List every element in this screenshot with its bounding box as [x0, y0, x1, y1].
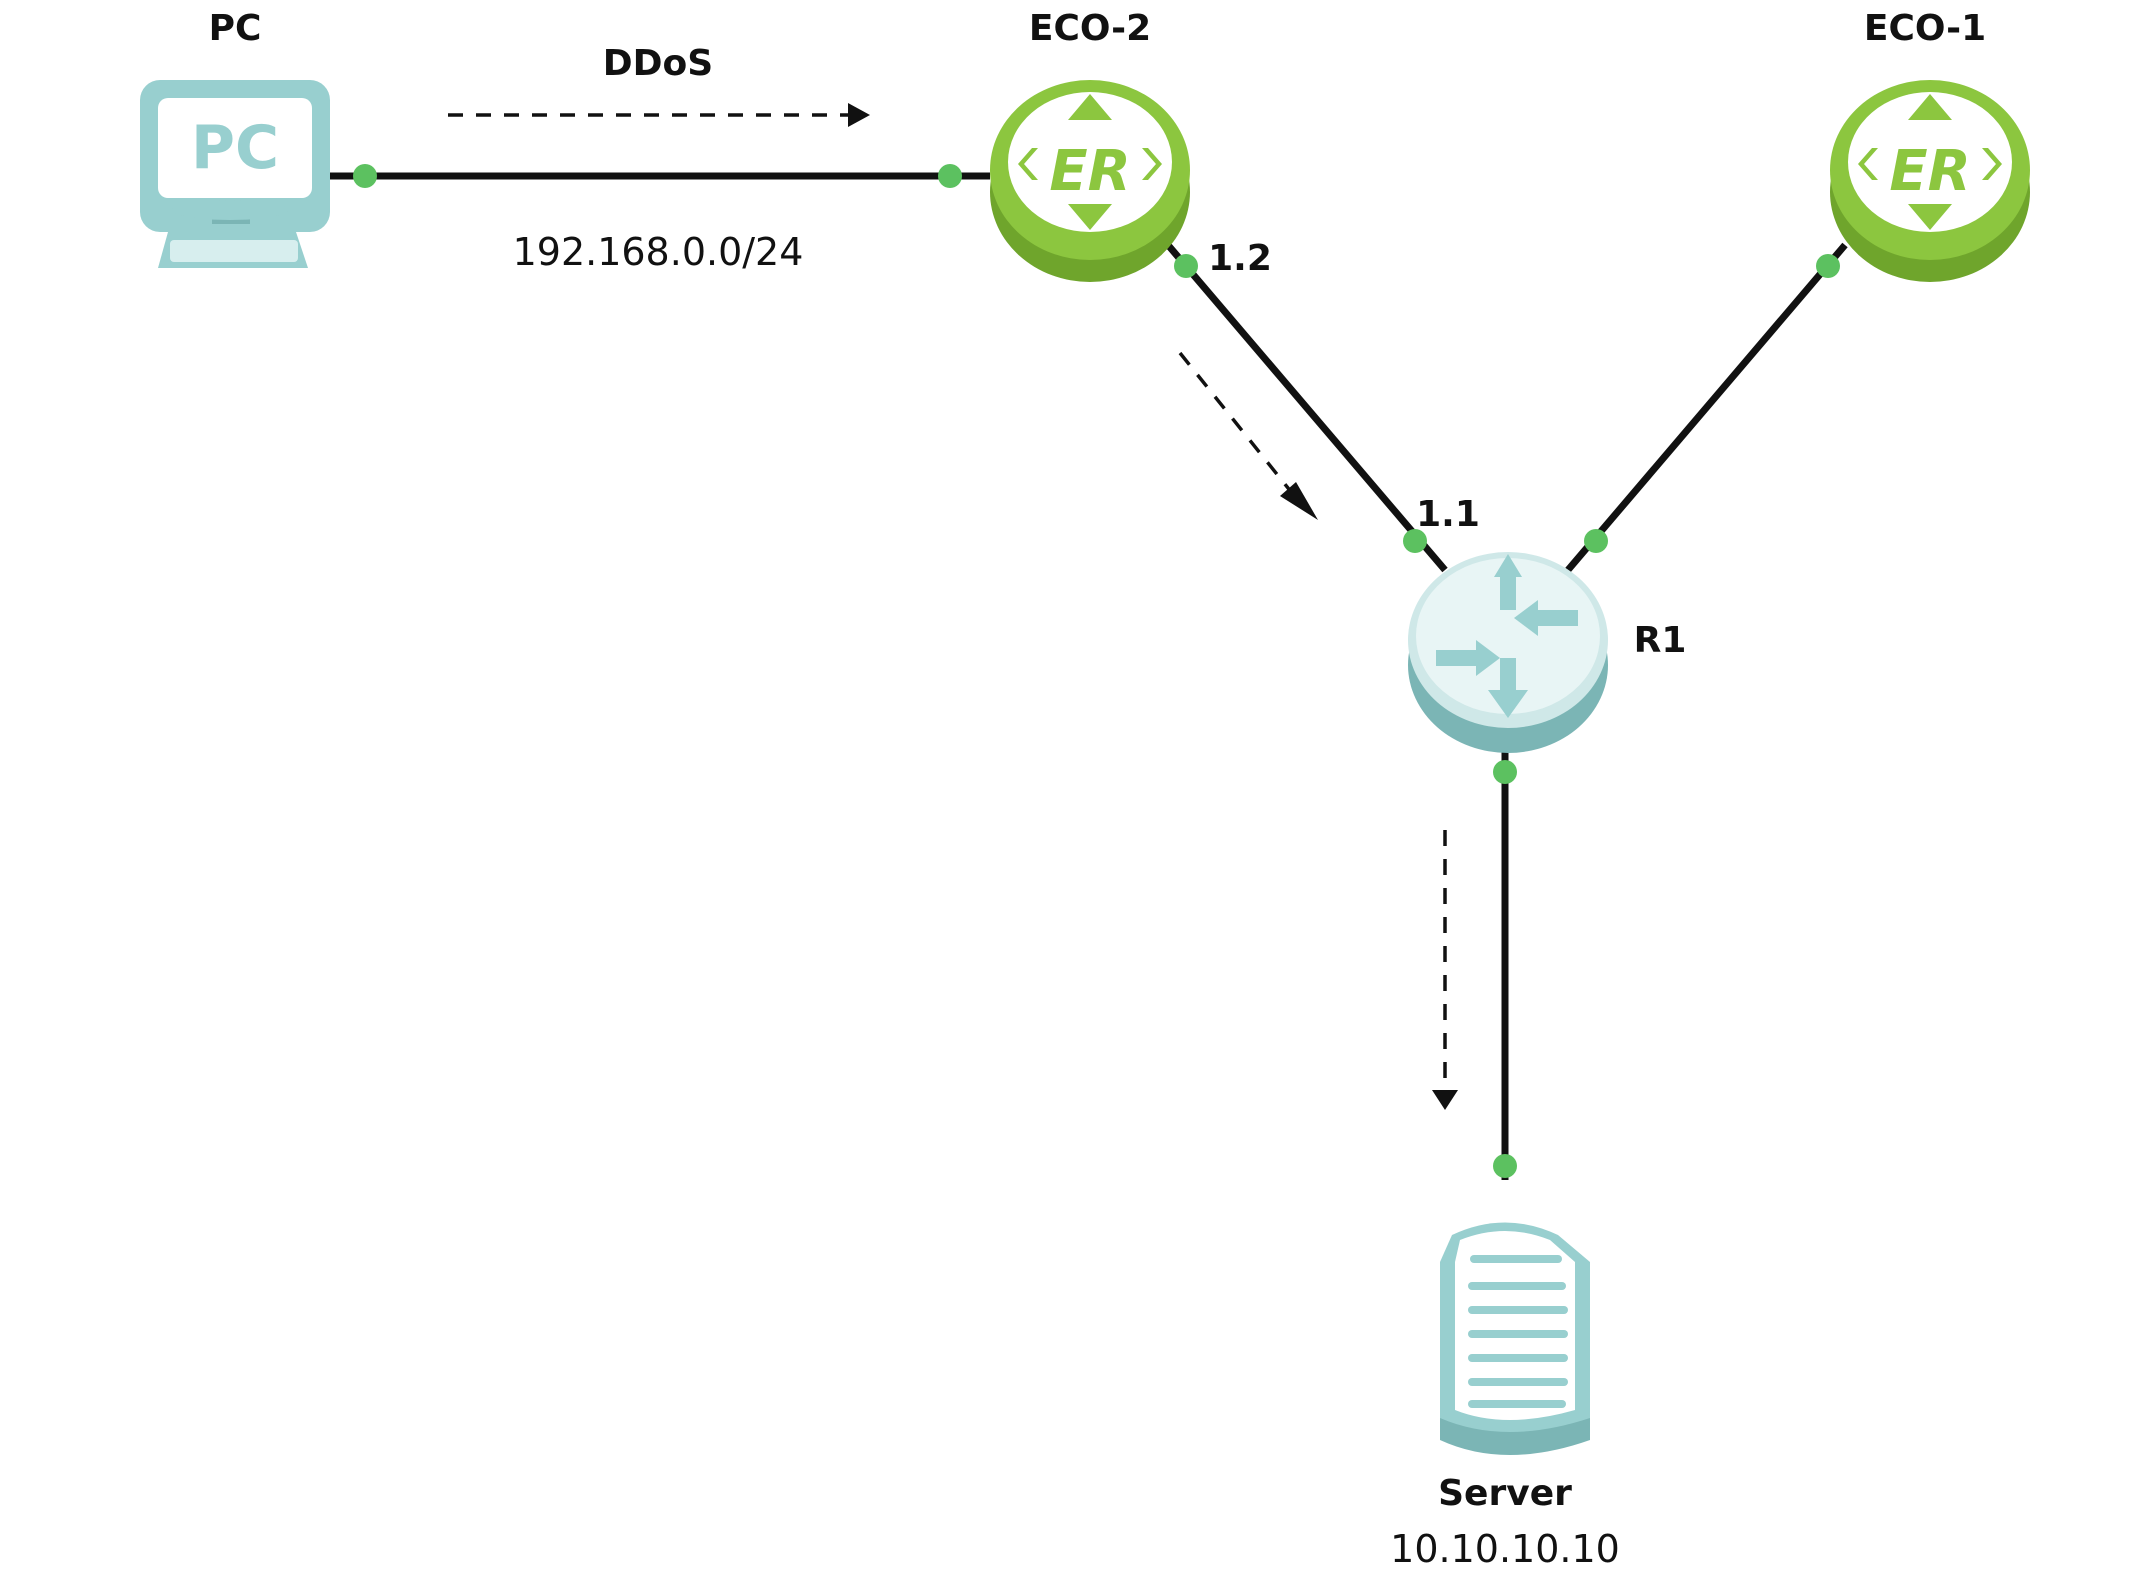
r1-port-label: 1.1: [1416, 494, 1480, 535]
r1-label: R1: [1634, 620, 1687, 661]
link-eco1-r1: [1565, 242, 1848, 573]
eco2-label: ECO-2: [1029, 8, 1151, 49]
link-eco2-r1: [1165, 242, 1448, 573]
port-dot-r1-bottom: [1493, 760, 1517, 784]
pc-label: PC: [209, 8, 262, 49]
eco2-icon-text: ER: [1049, 139, 1130, 204]
port-dot-eco1-down: [1816, 254, 1840, 278]
router-icon: [1408, 552, 1608, 753]
port-dot-eco2-down: [1174, 254, 1198, 278]
node-server[interactable]: Server 10.10.10.10: [1390, 1222, 1620, 1572]
ddos-flow-arrow-2: [1178, 351, 1318, 520]
port-dot-pc: [353, 164, 377, 188]
ddos-flow-arrow-1: [448, 103, 870, 127]
node-pc[interactable]: PC PC: [140, 8, 330, 268]
eco-router-icon: ER: [1830, 80, 2030, 282]
server-address: 10.10.10.10: [1390, 1527, 1620, 1571]
ddos-flow-label: DDoS: [603, 43, 713, 84]
pc-monitor-icon: PC: [140, 80, 330, 268]
pc-eco2-subnet-label: 192.168.0.0/24: [513, 230, 804, 274]
port-dot-server: [1493, 1154, 1517, 1178]
node-eco1[interactable]: ER: [1830, 80, 2030, 282]
node-eco2[interactable]: ER: [990, 80, 1190, 282]
ddos-flow-arrow-3: [1432, 830, 1458, 1110]
server-label: Server: [1438, 1473, 1572, 1514]
port-dots: [353, 164, 1840, 1178]
port-dot-r1-right: [1584, 529, 1608, 553]
eco2-port-label: 1.2: [1208, 238, 1272, 279]
port-dot-r1-left: [1403, 529, 1427, 553]
pc-icon-text: PC: [191, 113, 279, 183]
node-r1[interactable]: [1408, 552, 1608, 753]
port-dot-eco2-left: [938, 164, 962, 188]
eco1-label: ECO-1: [1864, 8, 1986, 49]
eco1-icon-text: ER: [1889, 139, 1970, 204]
eco-router-icon: ER: [990, 80, 1190, 282]
server-icon: [1440, 1222, 1590, 1455]
